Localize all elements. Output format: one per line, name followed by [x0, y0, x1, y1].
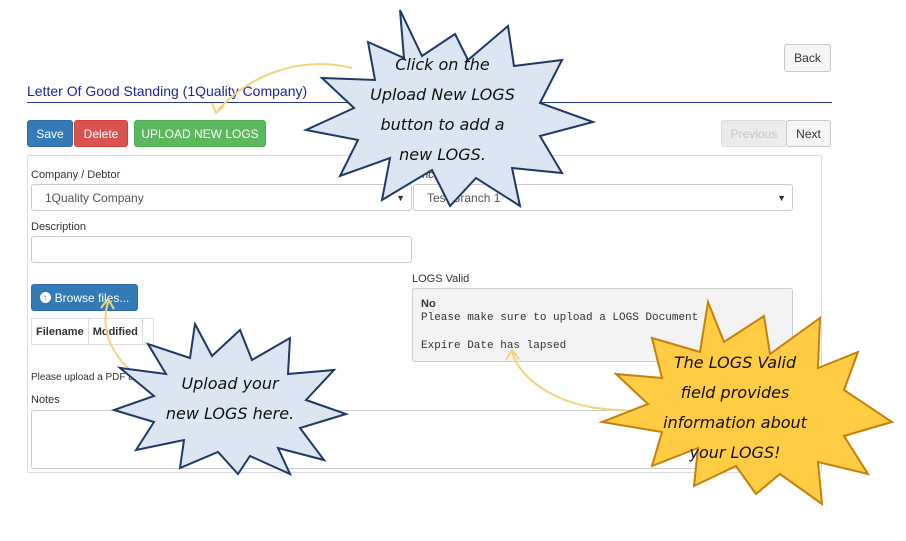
callout-line: new LOGS here. [165, 404, 295, 423]
upload-new-callout: Click on the Upload New LOGS button to a… [355, 50, 530, 170]
callout-line: Upload New LOGS [370, 85, 515, 104]
logs-valid-callout: The LOGS Valid field provides informatio… [650, 348, 820, 468]
logs-valid-expiry: Expire Date has lapsed [421, 340, 567, 352]
notes-label: Notes [31, 394, 60, 406]
chevron-down-icon: ▼ [396, 193, 405, 203]
upload-icon: ↑ [39, 292, 51, 303]
table-header-modified: Modified [89, 319, 143, 344]
chevron-down-icon: ▼ [777, 193, 786, 203]
upload-new-callout-shape [302, 9, 597, 208]
save-button[interactable]: Save [27, 120, 73, 147]
previous-button[interactable]: Previous [721, 120, 787, 147]
callout-line: information about [663, 413, 807, 432]
table-header-filename: Filename [32, 319, 89, 344]
logs-valid-callout-shape [598, 298, 895, 507]
company-select-value: 1Quality Company [45, 190, 144, 205]
logs-valid-message: Please make sure to upload a LOGS Docume… [421, 312, 699, 324]
browse-files-button[interactable]: ↑ Browse files... [31, 284, 138, 311]
callout-line: Upload your [181, 374, 279, 393]
callout-line: The LOGS Valid [673, 353, 797, 372]
upload-new-logs-button[interactable]: UPLOAD NEW LOGS [134, 120, 266, 147]
callout-line: new LOGS. [399, 145, 486, 164]
callout-line: field provides [680, 383, 790, 402]
delete-button[interactable]: Delete [74, 120, 128, 147]
upload-here-callout-shape [110, 322, 350, 477]
logs-valid-status: No [421, 298, 436, 310]
callout-line: button to add a [380, 115, 505, 134]
callout-line: your LOGS! [689, 443, 781, 462]
description-input[interactable] [31, 236, 412, 263]
browse-files-label: Browse files... [54, 290, 130, 305]
upload-here-callout: Upload your new LOGS here. [140, 369, 320, 429]
logs-valid-label: LOGS Valid [412, 273, 470, 285]
description-label: Description [31, 221, 87, 233]
branch-select[interactable]: Test Branch 1 ▼ [413, 184, 793, 211]
page-title: Letter Of Good Standing (1Quality Compan… [27, 83, 308, 99]
next-button[interactable]: Next [786, 120, 831, 147]
back-button[interactable]: Back [784, 44, 831, 72]
upload-hint: Please upload a PDF above [31, 372, 156, 383]
company-select[interactable]: 1Quality Company ▼ [31, 184, 412, 211]
files-table: Filename Modified [31, 318, 154, 345]
callout-line: Click on the [395, 55, 490, 74]
company-label: Company / Debtor [31, 169, 121, 181]
